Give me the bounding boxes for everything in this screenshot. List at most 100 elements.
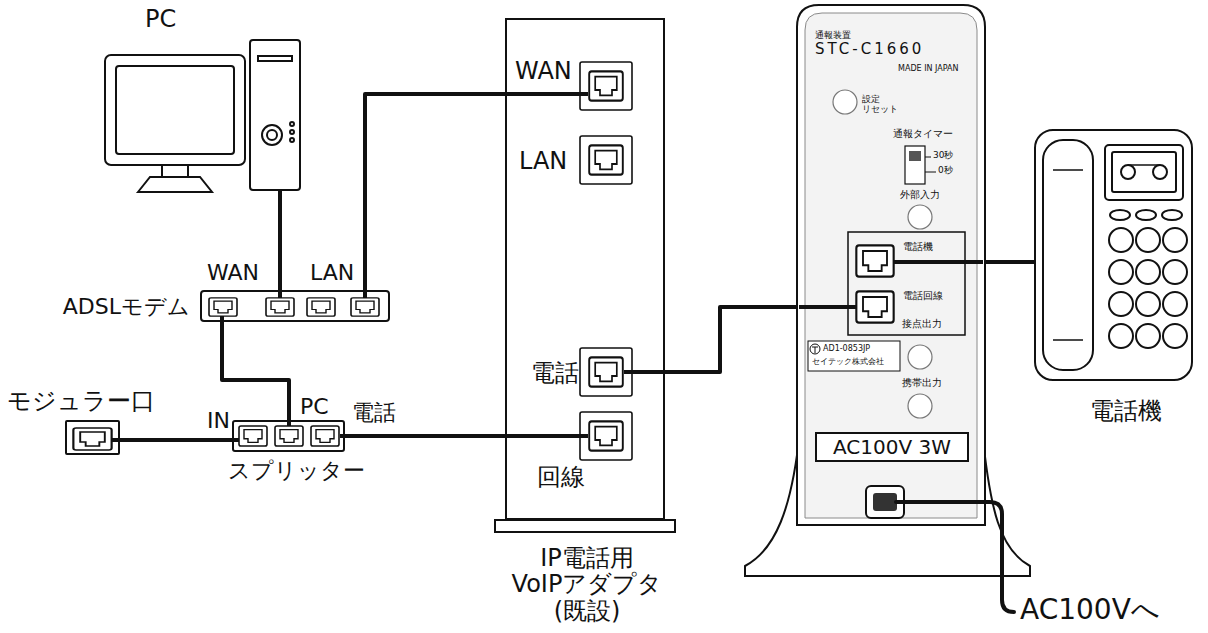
device-label: スプリッター: [228, 458, 365, 483]
adapter-ports: [580, 62, 632, 460]
phone-drawing: [1136, 292, 1160, 316]
alarm-panel: [856, 291, 893, 322]
splitter-ports: [275, 426, 303, 446]
wall-jack-port: [73, 428, 111, 450]
power-cable: [896, 502, 1014, 612]
port-wire-stub: [112, 94, 983, 440]
phone-drawing: [1121, 165, 1135, 179]
alarm-panel: [905, 146, 925, 184]
port-wire-stub: [624, 370, 663, 374]
cable: [222, 322, 289, 420]
port-label: IN: [207, 408, 230, 433]
cable: [345, 434, 505, 438]
pc-drawing: [258, 56, 292, 61]
adapter-ports: [589, 145, 623, 174]
modem-ports: [209, 298, 379, 316]
adapter-stand: [495, 520, 675, 532]
phone-drawing: [1136, 210, 1156, 220]
alarm-panel: [908, 345, 932, 369]
cable: [365, 94, 505, 290]
alarm-panel: [873, 493, 897, 511]
phone-drawing: [1053, 170, 1083, 340]
pc-drawing: [105, 55, 245, 165]
alarm-panel: [812, 347, 818, 353]
adapter-ports: [589, 421, 623, 450]
pc-drawing: [105, 40, 300, 192]
phone-drawing: [1128, 164, 1160, 166]
splitter-ports: [239, 426, 267, 446]
port-wire-stub: [507, 92, 588, 96]
adapter-ports: [589, 357, 623, 386]
port-label: 回線: [537, 464, 585, 492]
phone-drawing: [1110, 210, 1130, 220]
port-wire-stub: [799, 305, 856, 309]
pc-drawing: [290, 138, 294, 142]
phone-drawing: [1163, 260, 1187, 284]
device-label: モジュラー口: [7, 388, 155, 416]
device-label: PC: [145, 6, 176, 34]
rating-plate: AC100V 3W: [815, 432, 969, 462]
pc-drawing: [290, 130, 294, 134]
modem-ports: [209, 298, 237, 316]
panel-text: 携帯出力: [902, 377, 942, 389]
phone-drawing: [1109, 324, 1133, 348]
phone-drawing: [1136, 260, 1160, 284]
cable: [120, 438, 232, 442]
phone-drawing: [1136, 324, 1160, 348]
splitter-box: INPC電話スプリッター: [232, 420, 345, 452]
device-label: 電話機: [1090, 398, 1162, 426]
port-label: WAN: [207, 260, 259, 285]
wall-jack-port: [73, 428, 111, 450]
modem-ports: [307, 298, 335, 316]
adapter-stand: [495, 520, 675, 532]
alarm-unit: 通報装置STC-C1660MADE IN JAPAN設定 リセット通報タイマー3…: [797, 5, 985, 525]
adapter-ports: [589, 71, 623, 100]
phone-drawing: [1109, 228, 1133, 252]
pc-drawing: [250, 40, 300, 190]
port-wire-stub: [507, 434, 588, 438]
telephone: 電話機: [1035, 130, 1192, 380]
cable: [278, 190, 282, 290]
pc-node: PC: [100, 40, 305, 190]
alarm-panel: [805, 13, 977, 518]
panel-text: 接点出力: [902, 318, 942, 330]
alarm-panel: [848, 232, 965, 335]
panel-text: 設定 リセット: [862, 94, 902, 115]
maker-name: セイテック株式会社: [812, 357, 884, 366]
device-caption: IP電話用 VoIPアダプタ (既設): [492, 545, 682, 624]
wall-jack-box: モジュラー口: [65, 420, 120, 455]
voip-adapter-box: WANLAN電話回線IP電話用 VoIPアダプタ (既設): [505, 18, 665, 520]
panel-text: 外部入力: [900, 189, 940, 201]
alarm-panel: [810, 344, 820, 354]
alarm-panel: [797, 5, 985, 525]
phone-drawing: [1112, 152, 1176, 192]
port-label: WAN: [515, 58, 572, 86]
port-label: LAN: [310, 260, 354, 285]
panel-text: 通報装置: [815, 30, 851, 40]
pc-drawing: [267, 130, 277, 140]
power-label: AC100Vへ: [1020, 594, 1160, 626]
switch-label: 0秒: [938, 165, 953, 175]
alarm-panel: [908, 205, 932, 229]
port-label: 電話機: [903, 241, 933, 253]
alarm-panel: [856, 245, 893, 276]
approval-number: AD1-0853JP: [823, 344, 870, 353]
phone-drawing: [1109, 292, 1133, 316]
device-label: ADSLモデム: [63, 294, 190, 319]
modem-ports: [266, 298, 294, 316]
port-label: 電話: [531, 360, 579, 388]
phone-drawing: [1162, 210, 1182, 220]
cable: [985, 260, 1035, 264]
alarm-panel: [908, 394, 932, 418]
port-label: LAN: [519, 148, 567, 176]
adapter-ports: [580, 136, 632, 184]
port-label: 電話回線: [903, 290, 943, 302]
phone-drawing: [1153, 165, 1167, 179]
alarm-panel: [909, 151, 921, 161]
port-label: 電話: [352, 400, 396, 425]
adapter-ports: [580, 62, 632, 110]
phone-drawing: [1163, 228, 1187, 252]
phone-drawing: [1163, 324, 1187, 348]
splitter-ports: [239, 426, 339, 446]
